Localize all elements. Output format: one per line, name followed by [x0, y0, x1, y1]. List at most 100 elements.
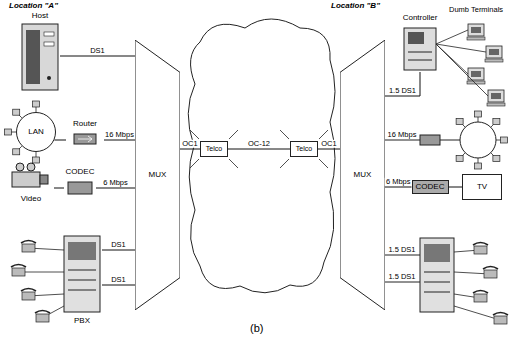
mux-trapezoid: MUX [135, 40, 180, 310]
node-label: Telco [206, 145, 222, 153]
link-line [180, 149, 200, 150]
terminal-line [436, 44, 488, 96]
lan-terminal [493, 155, 500, 161]
figure-caption: (b) [250, 322, 263, 334]
link-label: DS1 [110, 276, 127, 284]
node-label: CODEC [66, 168, 95, 177]
controller-icon [404, 28, 436, 70]
codec-unit [68, 182, 92, 194]
link-rate: 1.5 DS1 [387, 246, 416, 254]
link-rate: 1.5 DS1 [387, 273, 416, 281]
node-label: MUX [354, 171, 372, 180]
terminal-screen [489, 49, 499, 55]
telephone [22, 244, 35, 252]
node-label: CODEC [416, 183, 445, 192]
lan-terminal [33, 157, 40, 163]
group-label: Dumb Terminals [448, 6, 504, 14]
server-node: Host [20, 12, 60, 92]
lan-terminal [456, 119, 463, 125]
terminal-line [436, 30, 468, 44]
node-label: PBX [74, 317, 90, 326]
link-label: 16 Mbps [104, 131, 135, 139]
lan-ring: LAN [16, 112, 56, 152]
link-label: 6 Mbps [385, 178, 412, 186]
node-label: Router [73, 120, 97, 129]
telephone [474, 246, 487, 254]
pbx-node: PBX [62, 232, 102, 326]
telephone-handset [11, 265, 26, 268]
telephone [494, 316, 507, 324]
terminal-screen [471, 71, 481, 77]
mux-trapezoid: MUX [340, 40, 385, 310]
terminal-screen [491, 93, 501, 99]
terminal-screen [471, 27, 481, 33]
telephone [474, 294, 487, 302]
telephone-handset [473, 291, 488, 294]
network-cloud [188, 19, 335, 293]
codec-node: CODEC [64, 168, 96, 196]
node-label: Controller [403, 14, 438, 23]
node-label: Video [21, 195, 41, 204]
lan-terminal [475, 163, 482, 169]
node-label: Host [32, 12, 48, 21]
telephone [22, 292, 35, 300]
telco-slashes [190, 130, 328, 168]
link-label: 1.5 DS1 [388, 87, 417, 95]
link-line [385, 187, 412, 188]
pbx-cabinet [385, 238, 454, 312]
repeated-icons [5, 24, 509, 324]
link-line [60, 56, 135, 57]
link-line [385, 72, 420, 96]
link-label: DS1 [89, 47, 106, 55]
lan-terminal [456, 155, 463, 161]
pbx-cabinet [64, 236, 100, 312]
router-icon [385, 122, 496, 158]
link-line [96, 188, 135, 189]
link-line [449, 187, 463, 188]
link-rate: 16 Mbps [387, 131, 418, 139]
link-label: OC1 [181, 140, 198, 148]
telephone [12, 268, 25, 276]
lan-terminal [493, 119, 500, 125]
video-camera-icon [12, 163, 48, 187]
lan-terminal [13, 149, 20, 155]
link-label: OC-12 [247, 140, 271, 148]
telco-box: Telco [290, 141, 318, 157]
phone-line [454, 306, 500, 320]
telco-box: Telco [200, 141, 228, 157]
telephone-handset [473, 243, 488, 246]
router-icon [74, 134, 96, 144]
terminal-monitor [468, 24, 484, 36]
node-label: LAN [28, 128, 44, 137]
terminal-keyboard [485, 59, 503, 62]
terminal-keyboard [467, 37, 485, 40]
telephone-handset [21, 241, 36, 244]
router-node: Router [66, 120, 104, 148]
link-line [318, 149, 340, 150]
telephone [484, 270, 497, 278]
telephone-handset [35, 311, 50, 314]
link-label: 6 Mbps [102, 179, 129, 187]
location-heading: Location "B" [330, 2, 381, 11]
telephone-handset [493, 313, 508, 316]
lan-terminal [33, 101, 40, 107]
node-label: TV [477, 183, 487, 192]
link-line [104, 140, 135, 141]
lan-terminal [501, 137, 508, 143]
video-camera-node: Video [8, 164, 54, 204]
lan-terminal [5, 129, 12, 135]
link-label: OC1 [320, 140, 337, 148]
server-icon [22, 24, 58, 90]
link-line [228, 149, 290, 150]
link-label: DS1 [110, 241, 127, 249]
lan-terminal [475, 111, 482, 117]
link-line [102, 285, 135, 286]
telephone-handset [21, 289, 36, 292]
telephone-handset [483, 267, 498, 270]
lan-terminal [13, 109, 20, 115]
terminal-monitor [488, 90, 504, 102]
link-line [54, 188, 64, 189]
node-label: Telco [296, 145, 312, 153]
link-line [102, 250, 135, 251]
